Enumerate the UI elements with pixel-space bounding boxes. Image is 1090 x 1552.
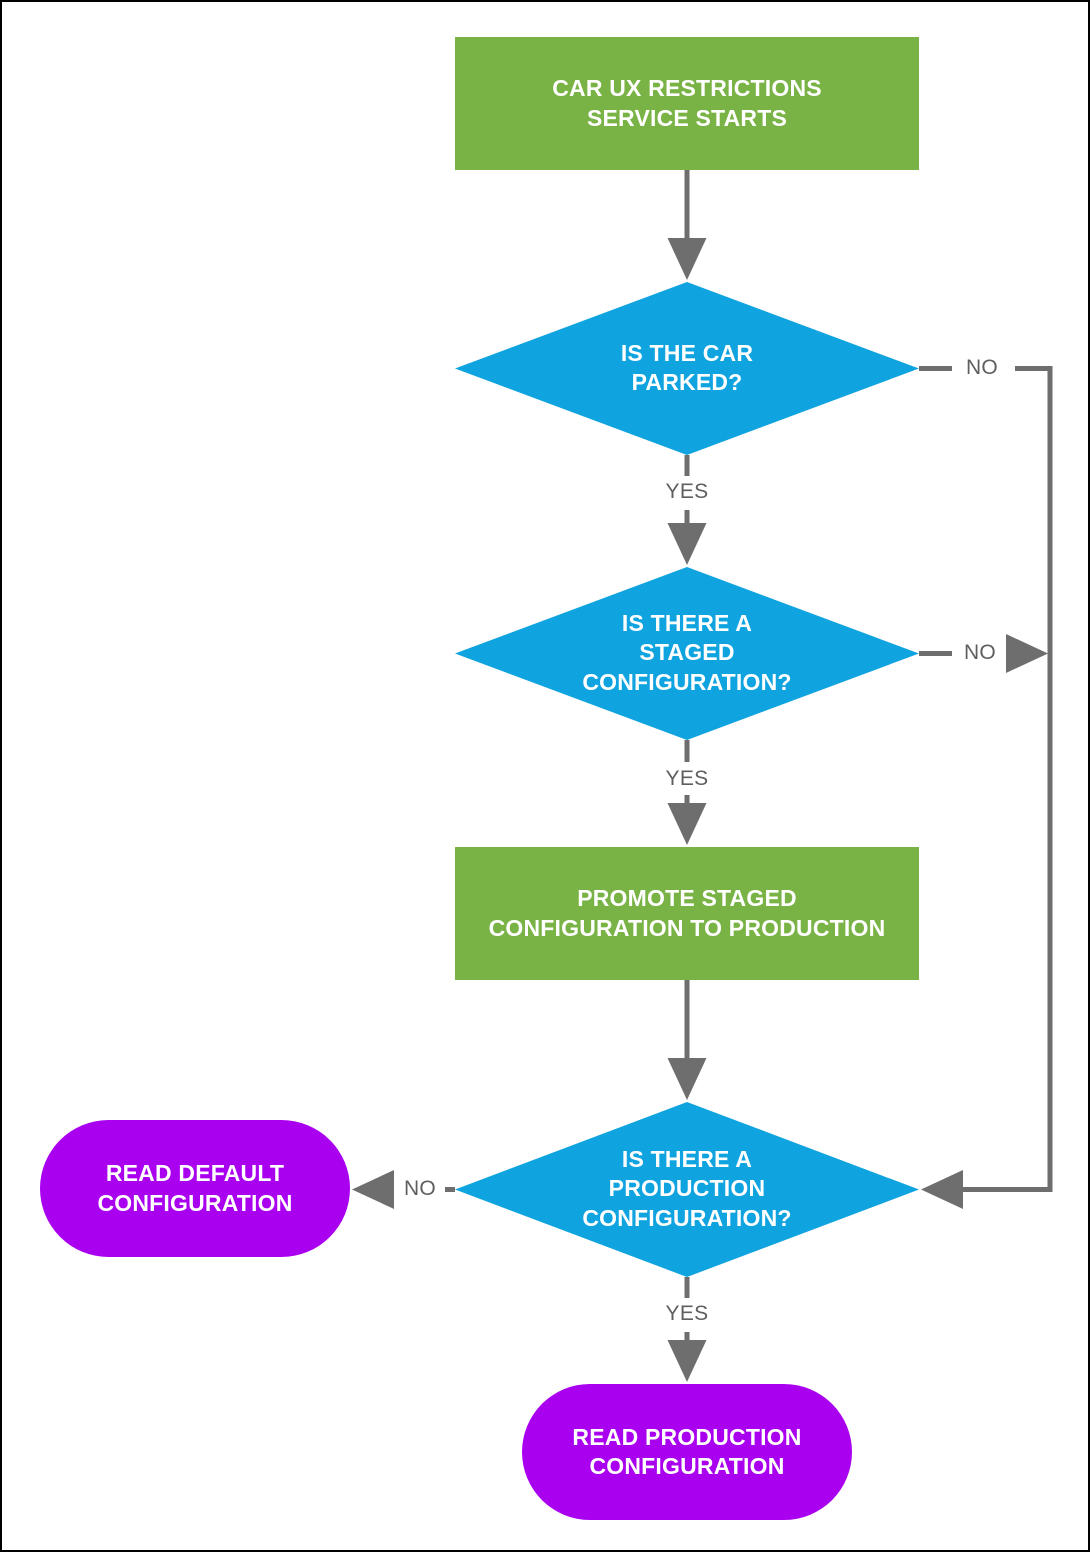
edge-label-prodq-no: NO <box>403 1177 437 1200</box>
node-promote-staged-configuration[interactable] <box>455 847 919 980</box>
node-is-there-staged-configuration[interactable] <box>455 567 919 740</box>
edge-label-parked-no: NO <box>965 356 999 379</box>
node-read-default-configuration-shape <box>40 1120 350 1257</box>
node-read-default-configuration[interactable] <box>40 1120 350 1257</box>
node-is-car-parked[interactable] <box>455 282 919 455</box>
edge-label-prodq-yes: YES <box>665 1302 709 1325</box>
node-is-there-production-configuration-shape <box>455 1102 919 1277</box>
edge-label-staged-yes: YES <box>665 767 709 790</box>
node-read-production-configuration-shape <box>522 1384 852 1520</box>
node-is-there-production-configuration[interactable] <box>455 1102 919 1277</box>
edge-label-parked-yes: YES <box>665 480 709 503</box>
node-is-there-staged-configuration-shape <box>455 567 919 740</box>
edge-label-staged-no: NO <box>963 641 997 664</box>
node-promote-staged-configuration-shape <box>455 847 919 980</box>
node-start[interactable] <box>455 37 919 170</box>
edge-parked-no-trunk <box>920 366 1053 1209</box>
node-read-production-configuration[interactable] <box>522 1384 852 1520</box>
node-is-car-parked-shape <box>455 282 919 455</box>
node-start-shape <box>455 37 919 170</box>
